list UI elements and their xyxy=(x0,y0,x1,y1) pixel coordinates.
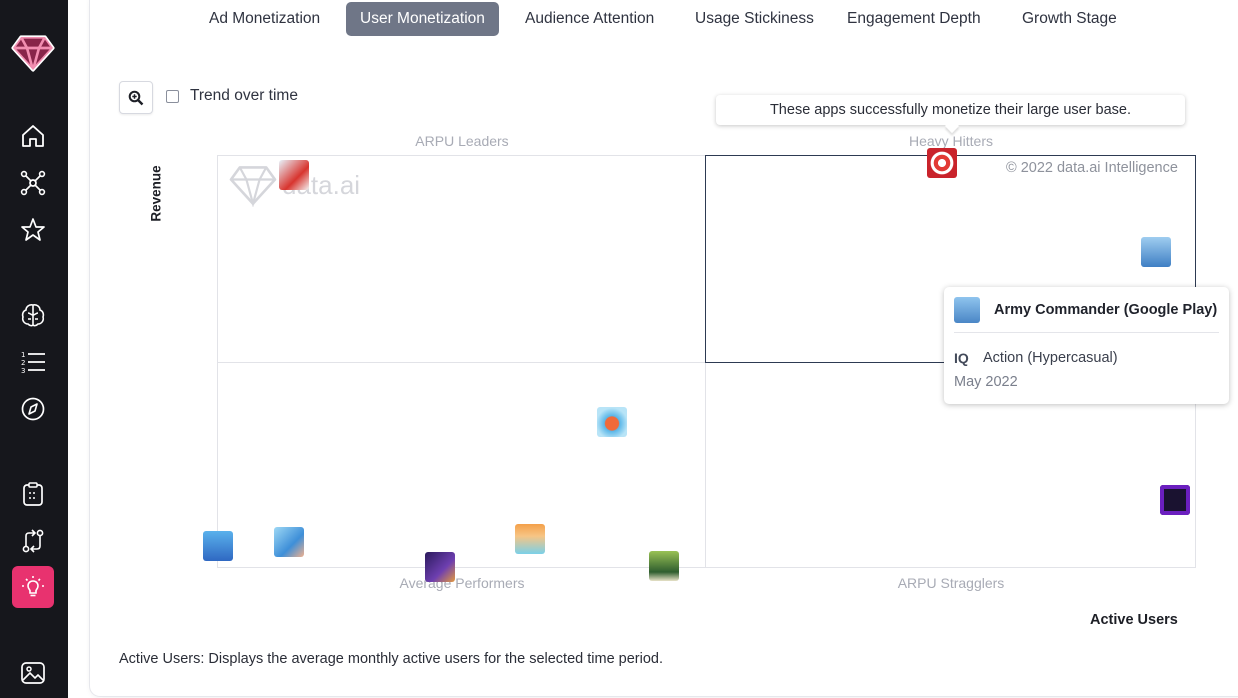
app-tooltip: Army Commander (Google Play) IQ Action (… xyxy=(944,287,1229,404)
tab-ad-monetization[interactable]: Ad Monetization xyxy=(209,10,321,27)
tooltip-category: Action (Hypercasual) xyxy=(983,350,1118,366)
quadrant-label-arpu-stragglers[interactable]: ARPU Stragglers xyxy=(897,575,1005,591)
tab-growth-stage[interactable]: Growth Stage xyxy=(1022,10,1117,27)
app-icon[interactable] xyxy=(649,551,679,581)
app-icon[interactable] xyxy=(597,407,627,437)
army-commander-app-icon xyxy=(954,297,980,323)
app-icon[interactable] xyxy=(203,531,233,561)
network-icon[interactable] xyxy=(18,168,48,198)
svg-text:3: 3 xyxy=(21,367,25,375)
app-icon[interactable] xyxy=(279,160,309,190)
lightbulb-icon[interactable] xyxy=(12,566,54,608)
copyright: © 2022 data.ai Intelligence xyxy=(1006,160,1178,176)
tab-usage-stickiness[interactable]: Usage Stickiness xyxy=(695,10,814,27)
svg-text:1: 1 xyxy=(21,351,25,359)
app-icon-army-commander[interactable] xyxy=(1141,237,1171,267)
quadrant-label-arpu-leaders[interactable]: ARPU Leaders xyxy=(415,133,509,149)
tab-user-monetization[interactable]: User Monetization xyxy=(346,2,499,36)
watermark-logo-icon xyxy=(229,166,277,207)
tooltip-title: Army Commander (Google Play) xyxy=(994,302,1218,318)
app-icon[interactable] xyxy=(1160,485,1190,515)
app-icon[interactable] xyxy=(515,524,545,554)
app-icon[interactable] xyxy=(274,527,304,557)
tab-engagement-depth[interactable]: Engagement Depth xyxy=(847,10,981,27)
trend-label: Trend over time xyxy=(190,87,298,104)
tab-audience-attention[interactable]: Audience Attention xyxy=(525,10,655,27)
tooltip-divider xyxy=(954,332,1219,333)
quadrant-label-average-performers[interactable]: Average Performers xyxy=(399,575,525,591)
y-axis-label: Revenue xyxy=(148,165,164,222)
zoom-button[interactable] xyxy=(119,81,153,114)
home-icon[interactable] xyxy=(18,121,48,151)
svg-text:2: 2 xyxy=(21,359,25,367)
iq-badge: IQ xyxy=(954,350,969,366)
compass-icon[interactable] xyxy=(18,394,48,424)
trend-checkbox[interactable] xyxy=(166,89,179,103)
footnote: Active Users: Displays the average month… xyxy=(119,651,663,667)
zoom-in-icon xyxy=(128,90,144,105)
brain-icon[interactable] xyxy=(18,300,48,330)
quadrant-label-heavy-hitters[interactable]: Heavy Hitters xyxy=(908,133,994,149)
tooltip-date: May 2022 xyxy=(954,374,1018,390)
app-icon[interactable] xyxy=(927,148,957,178)
app-icon[interactable] xyxy=(425,552,455,582)
quadrant-callout: These apps successfully monetize their l… xyxy=(716,95,1185,125)
compare-icon[interactable] xyxy=(18,526,48,556)
metric-tabs: Ad Monetization User Monetization Audien… xyxy=(0,2,1238,36)
x-axis-label: Active Users xyxy=(1090,612,1178,628)
image-icon[interactable] xyxy=(18,658,48,688)
trend-toggle[interactable]: Trend over time xyxy=(166,87,298,105)
star-icon[interactable] xyxy=(18,215,48,245)
clipboard-icon[interactable] xyxy=(18,479,48,509)
data-ai-logo[interactable] xyxy=(11,33,55,73)
